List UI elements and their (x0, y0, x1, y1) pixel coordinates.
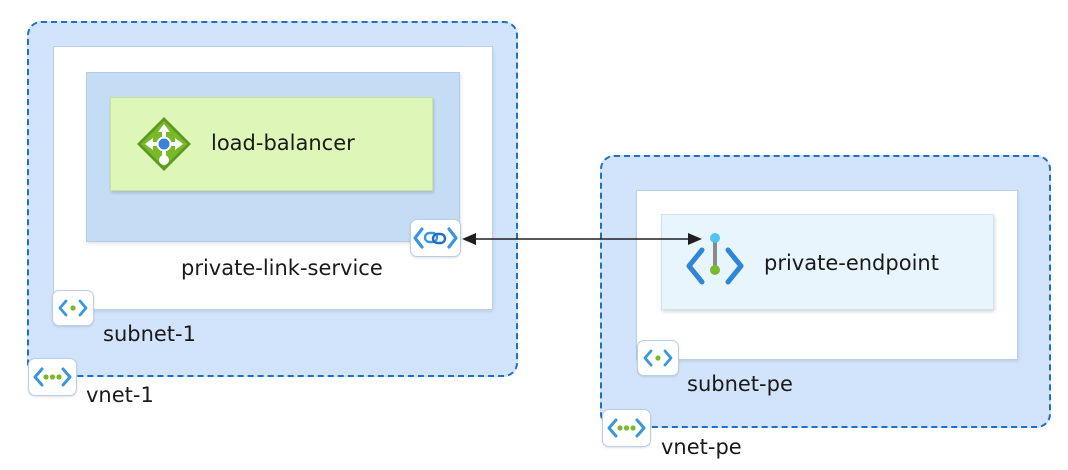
vnet-pe-label: vnet-pe (661, 435, 742, 459)
private-link-service-label: private-link-service (181, 256, 383, 280)
subnet-1-icon (52, 290, 94, 326)
private-endpoint-label: private-endpoint (764, 251, 939, 275)
vnet-1-icon (28, 358, 77, 396)
load-balancer-icon (135, 115, 193, 173)
vnet-1-label: vnet-1 (86, 383, 154, 407)
private-endpoint-icon (684, 230, 746, 292)
subnet-pe-label: subnet-pe (687, 372, 793, 396)
subnet-pe-icon (637, 340, 679, 376)
subnet-1-label: subnet-1 (103, 322, 196, 346)
private-link-service-icon[interactable] (410, 219, 461, 257)
load-balancer-label: load-balancer (211, 131, 355, 155)
vnet-pe-icon (602, 409, 651, 447)
